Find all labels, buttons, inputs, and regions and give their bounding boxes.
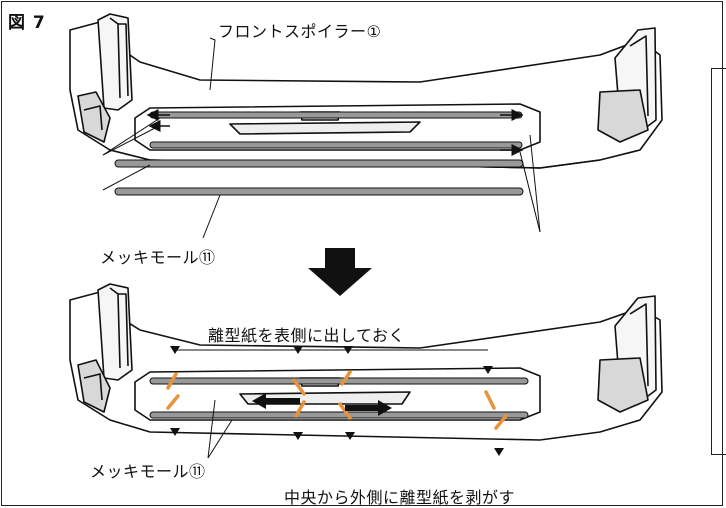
spoiler-bottom-moldings xyxy=(149,377,529,419)
label-plating-molding-top: メッキモール⑪ xyxy=(100,248,216,267)
label-release-paper-out: 離型紙を表側に出しておく xyxy=(208,326,406,345)
top-bracket-line xyxy=(174,349,488,352)
loose-moldings xyxy=(114,159,524,196)
leader-lines-top xyxy=(102,37,541,239)
figure-label: 図 7 xyxy=(8,13,46,33)
label-peel-instruction: 中央から外側に離型紙を剥がす xyxy=(284,488,516,507)
release-paper-tabs xyxy=(166,370,508,430)
leader-lines-bottom xyxy=(207,399,233,459)
spoiler-top-moldings xyxy=(146,109,524,156)
side-note-box xyxy=(711,68,726,455)
peel-arrows xyxy=(252,393,392,416)
label-front-spoiler: フロントスポイラー① xyxy=(218,22,382,41)
spoiler-bottom xyxy=(69,283,663,441)
down-arrow xyxy=(308,248,372,296)
label-plating-molding-bottom: メッキモール⑪ xyxy=(90,462,206,481)
